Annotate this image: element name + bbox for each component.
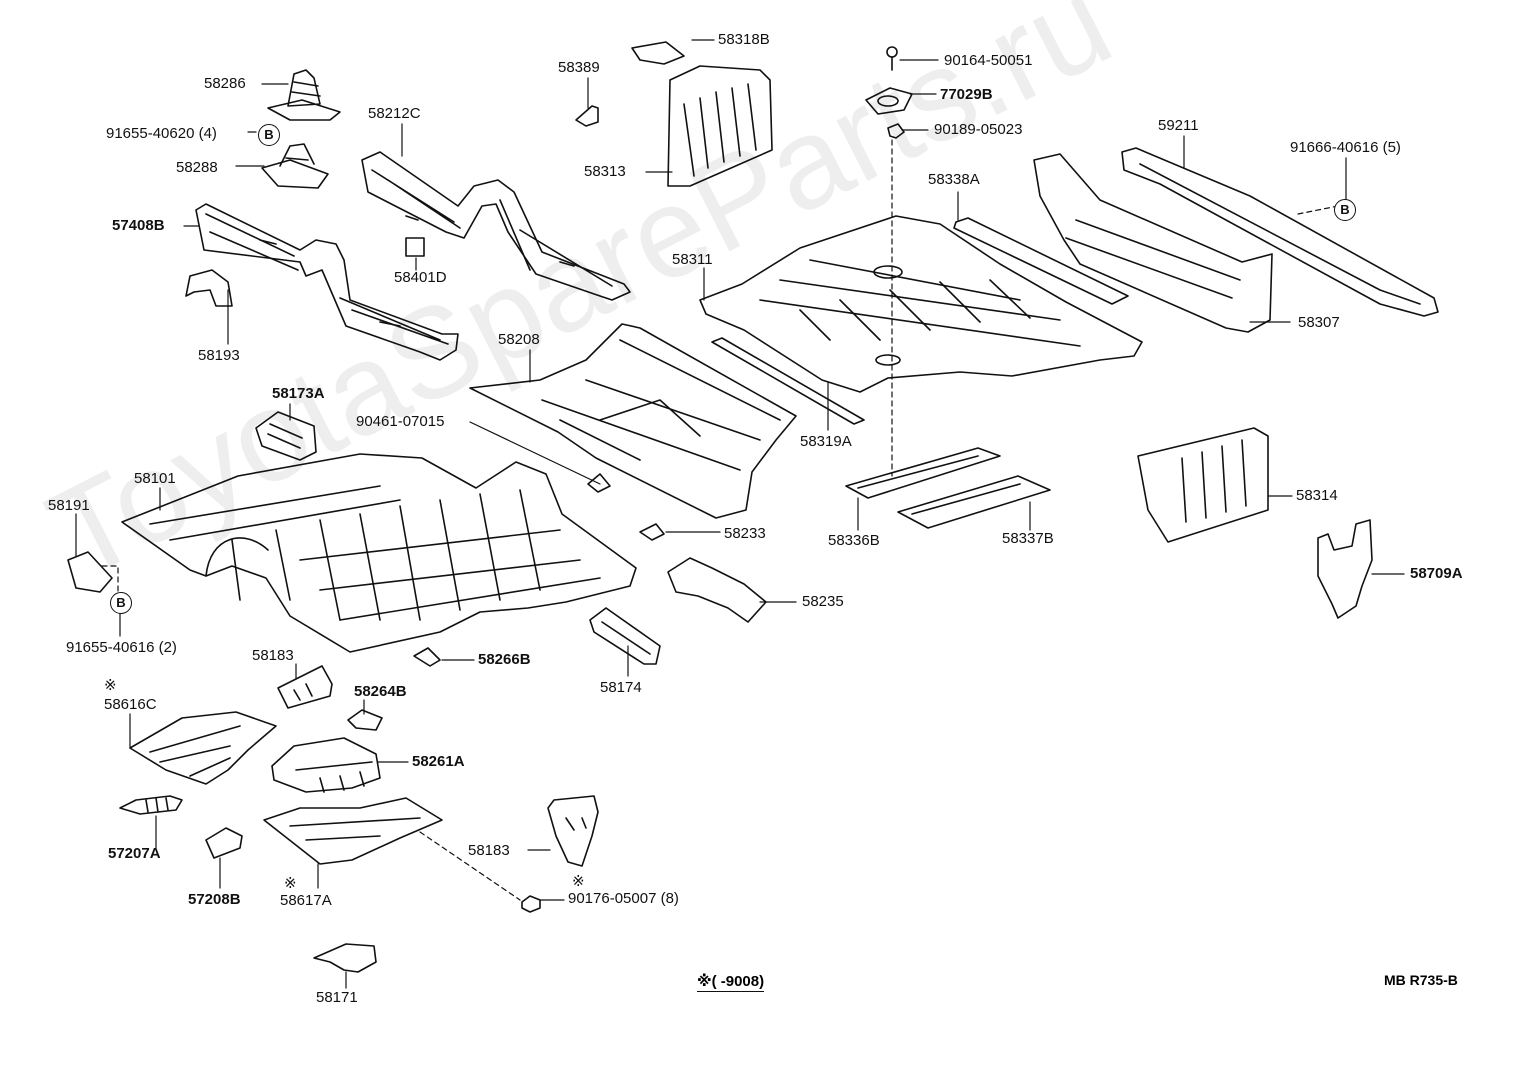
part-label-58233: 58233 bbox=[724, 525, 766, 542]
part-label-58212C: 58212C bbox=[368, 105, 421, 122]
part-58288-shape bbox=[262, 144, 328, 188]
part-58183b-shape bbox=[548, 796, 598, 866]
part-58338A-shape bbox=[954, 218, 1128, 304]
part-90176-shape bbox=[522, 896, 540, 912]
part-label-58266B: 58266B bbox=[478, 651, 531, 668]
part-59211-shape bbox=[1122, 148, 1438, 316]
note-marker: ※ bbox=[284, 875, 297, 892]
part-58313-shape bbox=[668, 66, 772, 186]
part-58389-shape bbox=[576, 106, 598, 126]
part-label-58286: 58286 bbox=[204, 75, 246, 92]
part-label-58101: 58101 bbox=[134, 470, 176, 487]
part-77029B-shape bbox=[866, 88, 912, 114]
bolt-marker-b-icon: B bbox=[1334, 199, 1356, 221]
part-58174-shape bbox=[590, 608, 660, 664]
part-58264B-shape bbox=[348, 710, 382, 730]
part-58401D-shape bbox=[406, 238, 424, 256]
part-label-58313: 58313 bbox=[584, 163, 626, 180]
part-58183a-shape bbox=[278, 666, 332, 708]
part-label-58318B: 58318B bbox=[718, 31, 770, 48]
part-label-58183: 58183 bbox=[252, 647, 294, 664]
part-label-58173A: 58173A bbox=[272, 385, 325, 402]
part-label-58401D: 58401D bbox=[394, 269, 447, 286]
part-90189-shape bbox=[888, 124, 904, 138]
part-58191-shape bbox=[68, 552, 112, 592]
part-58307-shape bbox=[1034, 154, 1272, 332]
part-label-58337B: 58337B bbox=[1002, 530, 1054, 547]
part-58193-shape bbox=[186, 270, 232, 306]
bolt-marker-b-icon: B bbox=[258, 124, 280, 146]
part-label-58338A: 58338A bbox=[928, 171, 980, 188]
part-label-77029B: 77029B bbox=[940, 86, 993, 103]
diagram-reference-code: MB R735-B bbox=[1384, 972, 1458, 988]
part-58233-shape bbox=[640, 524, 664, 540]
part-label-90164-50051: 90164-50051 bbox=[944, 52, 1033, 69]
part-57408B-shape bbox=[196, 204, 458, 360]
part-58173A-shape bbox=[256, 412, 316, 460]
part-label-58336B: 58336B bbox=[828, 532, 880, 549]
part-label-59211: 59211 bbox=[1158, 117, 1199, 134]
note-marker: ※ bbox=[572, 873, 585, 890]
part-58318B-shape bbox=[632, 42, 684, 64]
part-90164-shape bbox=[887, 47, 897, 70]
part-label-91655-40620: 91655-40620 (4) bbox=[106, 125, 217, 142]
dashed-lines bbox=[102, 140, 1338, 900]
part-label-91655-40616: 91655-40616 (2) bbox=[66, 639, 177, 656]
part-58617A-shape bbox=[264, 798, 442, 864]
part-label-58261A: 58261A bbox=[412, 753, 465, 770]
part-58709A-shape bbox=[1318, 520, 1372, 618]
leader-lines bbox=[76, 40, 1404, 988]
part-58101-shape bbox=[122, 454, 636, 652]
part-label-58193: 58193 bbox=[198, 347, 240, 364]
part-label-90461-07015: 90461-07015 bbox=[356, 413, 445, 430]
part-90461-shape bbox=[588, 474, 610, 492]
part-57207A-shape bbox=[120, 796, 182, 814]
applicability-footnote: ※( -9008) bbox=[697, 973, 765, 992]
part-label-91666-40616: 91666-40616 (5) bbox=[1290, 139, 1401, 156]
bolt-marker-b-icon: B bbox=[110, 592, 132, 614]
part-label-58617A: 58617A bbox=[280, 892, 332, 909]
part-58319A-shape bbox=[712, 338, 864, 424]
part-58266B-shape bbox=[414, 648, 440, 666]
part-58337B-shape bbox=[898, 476, 1050, 528]
part-label-58311: 58311 bbox=[672, 251, 713, 268]
part-label-57207A: 57207A bbox=[108, 845, 161, 862]
part-58616C-shape bbox=[130, 712, 276, 784]
part-58314-shape bbox=[1138, 428, 1268, 542]
part-58311-shape bbox=[700, 216, 1142, 392]
part-label-57208B: 57208B bbox=[188, 891, 241, 908]
part-58171-shape bbox=[314, 944, 376, 972]
part-label-58616C: 58616C bbox=[104, 696, 157, 713]
part-57208B-shape bbox=[206, 828, 242, 858]
part-label-58191: 58191 bbox=[48, 497, 90, 514]
part-label-58288: 58288 bbox=[176, 159, 218, 176]
part-label-58208: 58208 bbox=[498, 331, 540, 348]
part-label-90176-05007: 90176-05007 (8) bbox=[568, 890, 679, 907]
part-label-58235: 58235 bbox=[802, 593, 844, 610]
part-label-90189-05023: 90189-05023 bbox=[934, 121, 1023, 138]
part-label-57408B: 57408B bbox=[112, 217, 165, 234]
part-label-58174: 58174 bbox=[600, 679, 642, 696]
part-58235-shape bbox=[668, 558, 766, 622]
part-label-58319A: 58319A bbox=[800, 433, 852, 450]
part-58286-shape bbox=[268, 70, 340, 120]
note-marker: ※ bbox=[104, 677, 117, 694]
part-58261A-shape bbox=[272, 738, 380, 792]
part-label-58183: 58183 bbox=[468, 842, 510, 859]
part-58212C-shape bbox=[362, 152, 630, 300]
part-label-58307: 58307 bbox=[1298, 314, 1340, 331]
part-label-58264B: 58264B bbox=[354, 683, 407, 700]
part-58336B-shape bbox=[846, 448, 1000, 498]
part-label-58389: 58389 bbox=[558, 59, 600, 76]
part-label-58314: 58314 bbox=[1296, 487, 1338, 504]
part-label-58709A: 58709A bbox=[1410, 565, 1463, 582]
part-label-58171: 58171 bbox=[316, 989, 358, 1006]
part-58208-shape bbox=[470, 324, 796, 518]
